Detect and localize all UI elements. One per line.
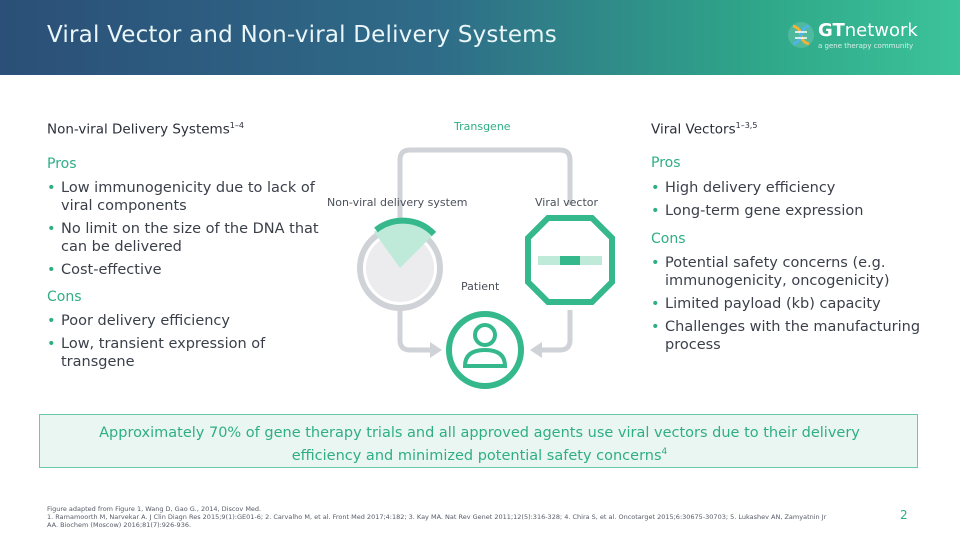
list-item: No limit on the size of the DNA that can… bbox=[47, 220, 322, 256]
nanoparticle-segment bbox=[374, 222, 432, 268]
nanoparticle-arc bbox=[374, 217, 437, 237]
list-item: Long-term gene expression bbox=[651, 202, 921, 220]
list-item: Poor delivery efficiency bbox=[47, 312, 287, 330]
viral-cons-label: Cons bbox=[651, 231, 686, 247]
list-item: Cost-effective bbox=[47, 261, 322, 279]
arrow-to-nonviral bbox=[397, 147, 470, 220]
transgene-label: Transgene bbox=[454, 120, 511, 133]
references-footnote: Figure adapted from Figure 1, Wang D, Ga… bbox=[47, 505, 827, 529]
nonviral-pros-list: Low immunogenicity due to lack of viral … bbox=[47, 179, 322, 284]
summary-text: Approximately 70% of gene therapy trials… bbox=[99, 425, 860, 464]
patient-body bbox=[462, 347, 508, 368]
viral-cons-list: Potential safety concerns (e.g. immunoge… bbox=[651, 254, 921, 359]
logo-tagline: a gene therapy community bbox=[818, 42, 914, 50]
arrow-to-viral bbox=[470, 147, 573, 205]
list-item: High delivery efficiency bbox=[651, 179, 921, 197]
list-item: Low immunogenicity due to lack of viral … bbox=[47, 179, 322, 215]
list-item: Challenges with the manufacturing proces… bbox=[651, 318, 921, 354]
viral-dna-segment-left bbox=[538, 256, 560, 265]
gtnetwork-logo[interactable]: GTnetwork a gene therapy community bbox=[786, 18, 936, 58]
list-item: Limited payload (kb) capacity bbox=[651, 295, 921, 313]
list-item: Potential safety concerns (e.g. immunoge… bbox=[651, 254, 921, 290]
arrow-nonviral-to-patient bbox=[397, 310, 430, 353]
header-bar: Viral Vector and Non-viral Delivery Syst… bbox=[0, 0, 960, 75]
delivery-diagram: Transgene Non-viral delivery system Vira… bbox=[320, 110, 630, 400]
summary-callout: Approximately 70% of gene therapy trials… bbox=[39, 414, 918, 468]
page-title: Viral Vector and Non-viral Delivery Syst… bbox=[47, 22, 557, 48]
list-item: Low, transient expression of transgene bbox=[47, 335, 287, 371]
arrowhead-left bbox=[430, 342, 442, 358]
patient-label: Patient bbox=[461, 280, 500, 293]
arrow-viral-to-patient bbox=[542, 310, 573, 353]
viral-pros-label: Pros bbox=[651, 155, 681, 171]
viral-dna-segment-center bbox=[560, 256, 580, 265]
page-number: 2 bbox=[900, 508, 908, 522]
arrowhead-right bbox=[530, 342, 542, 358]
viral-label: Viral vector bbox=[535, 196, 599, 209]
viral-dna-segment-right bbox=[580, 256, 602, 265]
nonviral-cons-list: Poor delivery efficiency Low, transient … bbox=[47, 312, 287, 376]
nonviral-heading: Non-viral Delivery Systems1–4 bbox=[47, 121, 244, 138]
dna-logo-icon bbox=[788, 22, 814, 48]
nonviral-cons-label: Cons bbox=[47, 289, 82, 305]
diagram-graphic bbox=[357, 147, 615, 389]
patient-head bbox=[473, 323, 497, 347]
nonviral-pros-label: Pros bbox=[47, 156, 77, 172]
logo-wordmark: GTnetwork bbox=[818, 20, 918, 41]
viral-pros-list: High delivery efficiency Long-term gene … bbox=[651, 179, 921, 225]
nonviral-label: Non-viral delivery system bbox=[327, 196, 468, 209]
viral-heading: Viral Vectors1–3,5 bbox=[651, 121, 758, 138]
